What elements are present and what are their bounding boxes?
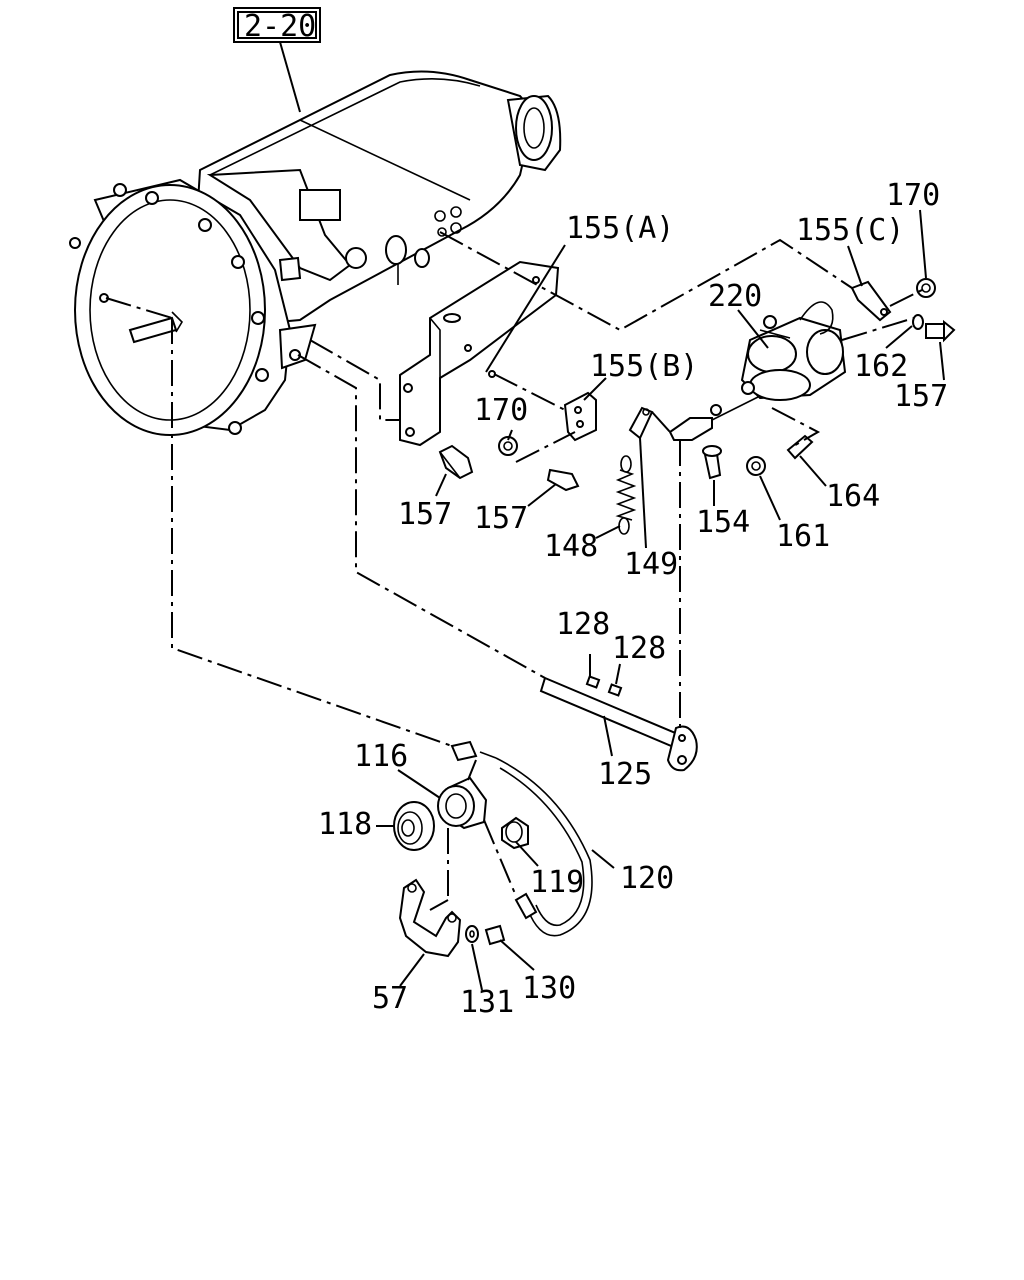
pin-164[interactable]	[786, 434, 814, 460]
nut-170-left[interactable]	[498, 436, 518, 456]
label-116: 116	[354, 739, 408, 774]
boot-119[interactable]	[501, 816, 529, 850]
hose-120[interactable]	[450, 740, 593, 937]
nut-161[interactable]	[746, 456, 766, 476]
label-157-right: 157	[894, 379, 948, 414]
nut-170-right[interactable]	[916, 278, 936, 298]
washer-131[interactable]	[465, 925, 479, 943]
bolt-157-right[interactable]	[925, 319, 956, 343]
label-162: 162	[854, 349, 908, 384]
label-170-left: 170	[474, 393, 528, 428]
bracket-155b[interactable]	[563, 391, 597, 442]
label-118: 118	[318, 807, 372, 842]
spring-148[interactable]	[615, 455, 637, 535]
washer-162[interactable]	[912, 314, 924, 330]
clevis-154[interactable]	[668, 395, 761, 480]
bolt-157-mid[interactable]	[546, 468, 580, 492]
label-119: 119	[530, 865, 584, 900]
phantom-lines	[105, 231, 923, 911]
key-128-right[interactable]	[607, 683, 623, 697]
label-220: 220	[708, 279, 762, 314]
label-164: 164	[826, 479, 880, 514]
label-170-right: 170	[886, 178, 940, 213]
label-120: 120	[620, 861, 674, 896]
label-154: 154	[696, 505, 750, 540]
release-fork-57[interactable]	[398, 878, 462, 958]
key-128-left[interactable]	[585, 675, 601, 689]
label-157-left: 157	[398, 497, 452, 532]
plate-149[interactable]	[628, 406, 654, 440]
leader-lines	[376, 209, 945, 991]
label-128-right: 128	[612, 631, 666, 666]
label-125: 125	[598, 757, 652, 792]
label-148: 148	[544, 529, 598, 564]
label-157-mid: 157	[474, 501, 528, 536]
reference-label: 2-20	[244, 9, 316, 44]
bolt-130[interactable]	[484, 924, 506, 946]
label-155c: 155(C)	[796, 213, 904, 248]
bearing-118[interactable]	[393, 801, 435, 851]
label-155a: 155(A)	[566, 211, 674, 246]
servo-unit-220[interactable]	[740, 301, 847, 401]
label-57: 57	[372, 981, 408, 1016]
label-155b: 155(B)	[590, 349, 698, 384]
label-149: 149	[624, 547, 678, 582]
label-161: 161	[776, 519, 830, 554]
slave-cylinder-116[interactable]	[437, 776, 488, 830]
bracket-155c[interactable]	[850, 280, 892, 322]
shaft-125[interactable]	[539, 676, 698, 772]
reference-box[interactable]: 2-20	[233, 7, 321, 44]
transmission-housing	[69, 70, 562, 436]
label-130: 130	[522, 971, 576, 1006]
part-labels: 155(A) 155(B) 155(C) 170 220 162 157 170…	[318, 178, 948, 1020]
bolt-157-left[interactable]	[438, 444, 474, 480]
label-131: 131	[460, 985, 514, 1020]
label-128-left: 128	[556, 607, 610, 642]
